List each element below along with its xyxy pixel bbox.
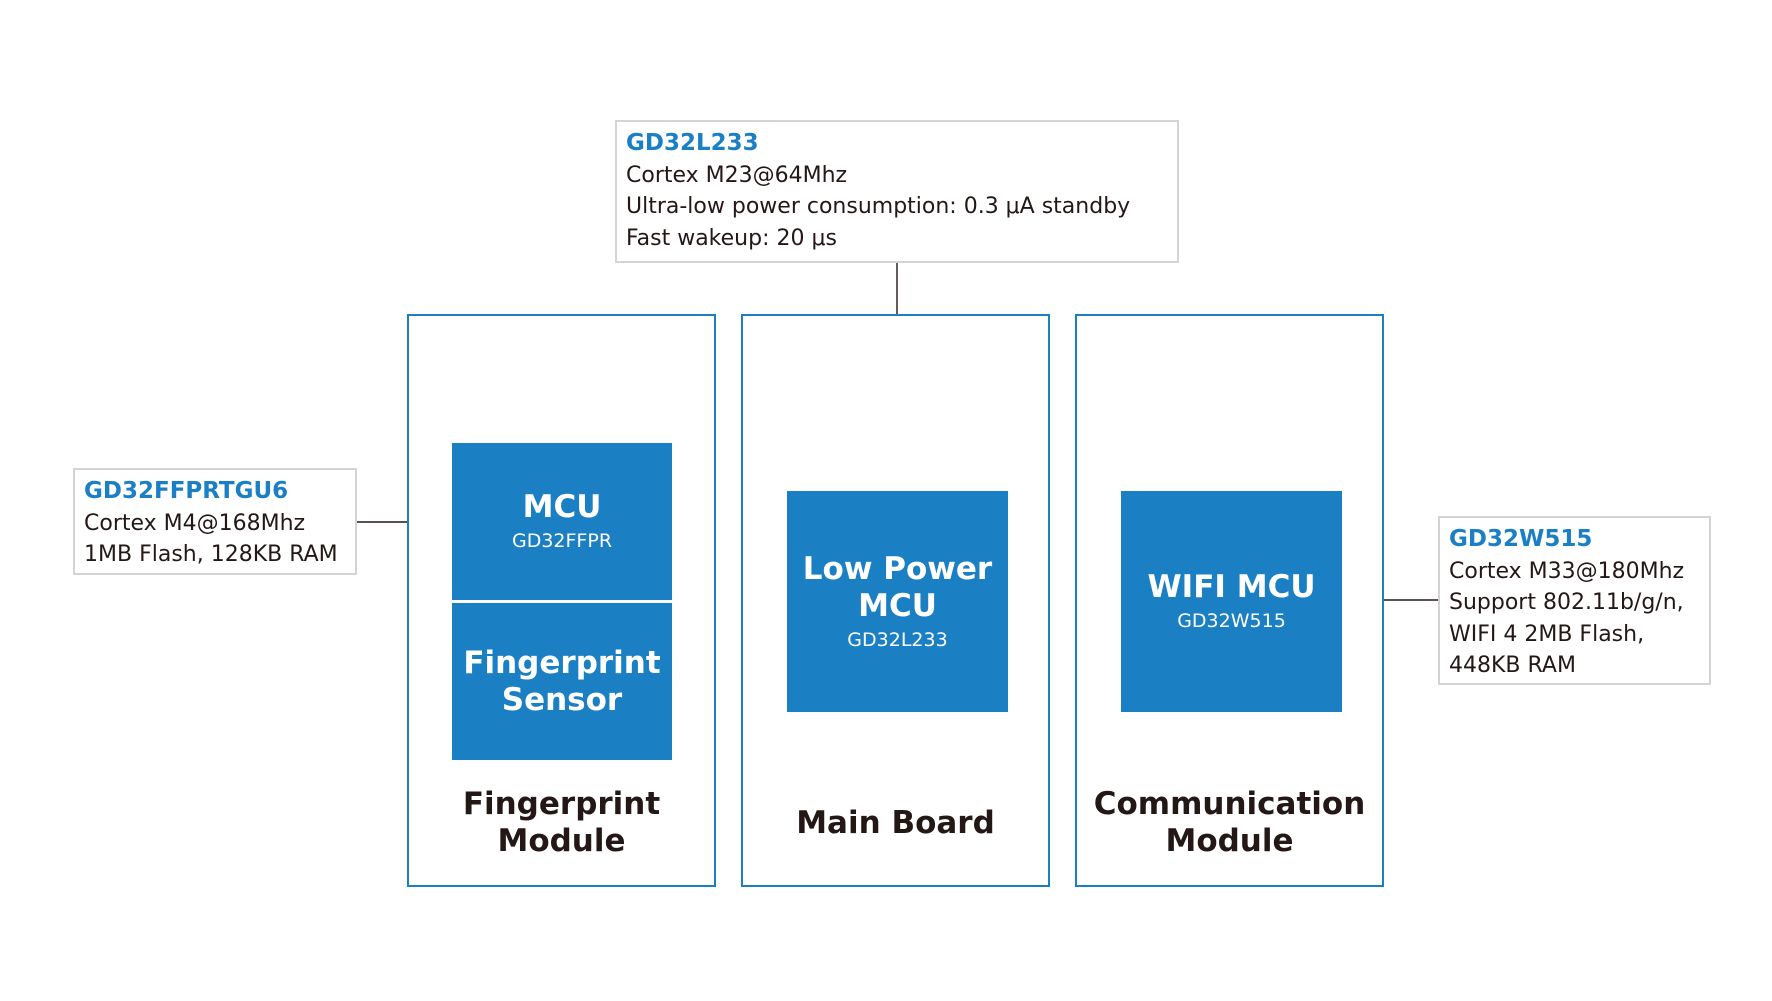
block-title: MCU	[522, 489, 602, 525]
callout-line: Cortex M23@64Mhz	[626, 162, 848, 188]
callout-gd32l233: GD32L233 Cortex M23@64Mhz Ultra-low powe…	[615, 120, 1179, 263]
block-title: Low Power	[802, 550, 993, 587]
module-label: Fingerprint Module	[409, 786, 714, 860]
fingerprint-mcu-block: MCU GD32FFPR	[452, 443, 672, 600]
callout-gd32w515: GD32W515 Cortex M33@180Mhz Support 802.1…	[1438, 516, 1711, 685]
module-label: Main Board	[796, 805, 995, 841]
callout-line: Ultra-low power consumption: 0.3 μA stan…	[626, 194, 1131, 219]
communication-module: WIFI MCU GD32W515 Communication Module	[1075, 314, 1384, 887]
callout-gd32ffprtgu6: GD32FFPRTGU6 Cortex M4@168Mhz 1MB Flash,…	[73, 468, 357, 575]
callout-title: GD32FFPRTGU6	[84, 478, 289, 504]
callout-line: WIFI 4 2MB Flash,	[1449, 621, 1645, 647]
callout-line: Cortex M33@180Mhz	[1449, 558, 1685, 584]
block-subtitle: GD32FFPR	[511, 530, 613, 552]
callout-line: Fast wakeup: 20 μs	[626, 225, 837, 251]
module-label-line: Communication	[1093, 786, 1366, 822]
module-label-line: Fingerprint	[462, 786, 661, 822]
module-label-line: Module	[497, 823, 626, 859]
wifi-mcu-block: WIFI MCU GD32W515	[1121, 491, 1342, 712]
module-label-line: Module	[1165, 823, 1294, 859]
low-power-mcu-block: Low Power MCU GD32L233	[787, 491, 1008, 712]
block-title: MCU	[858, 587, 937, 624]
block-title: Fingerprint	[463, 644, 661, 681]
callout-line: 448KB RAM	[1449, 653, 1576, 678]
block-subtitle: GD32W515	[1177, 610, 1286, 632]
fingerprint-module: MCU GD32FFPR Fingerprint Sensor Fingerpr…	[407, 314, 716, 887]
block-title: WIFI MCU	[1147, 569, 1316, 605]
block-title: Sensor	[501, 681, 623, 718]
callout-title: GD32L233	[626, 130, 759, 156]
block-subtitle: GD32L233	[847, 628, 948, 651]
callout-line: 1MB Flash, 128KB RAM	[84, 542, 338, 567]
callout-line: Support 802.11b/g/n,	[1449, 590, 1684, 615]
module-label: Communication Module	[1077, 786, 1382, 860]
callout-line: Cortex M4@168Mhz	[84, 510, 306, 536]
main-board-module: Low Power MCU GD32L233 Main Board	[741, 314, 1050, 887]
callout-title: GD32W515	[1449, 526, 1593, 552]
fingerprint-sensor-block: Fingerprint Sensor	[452, 603, 672, 760]
